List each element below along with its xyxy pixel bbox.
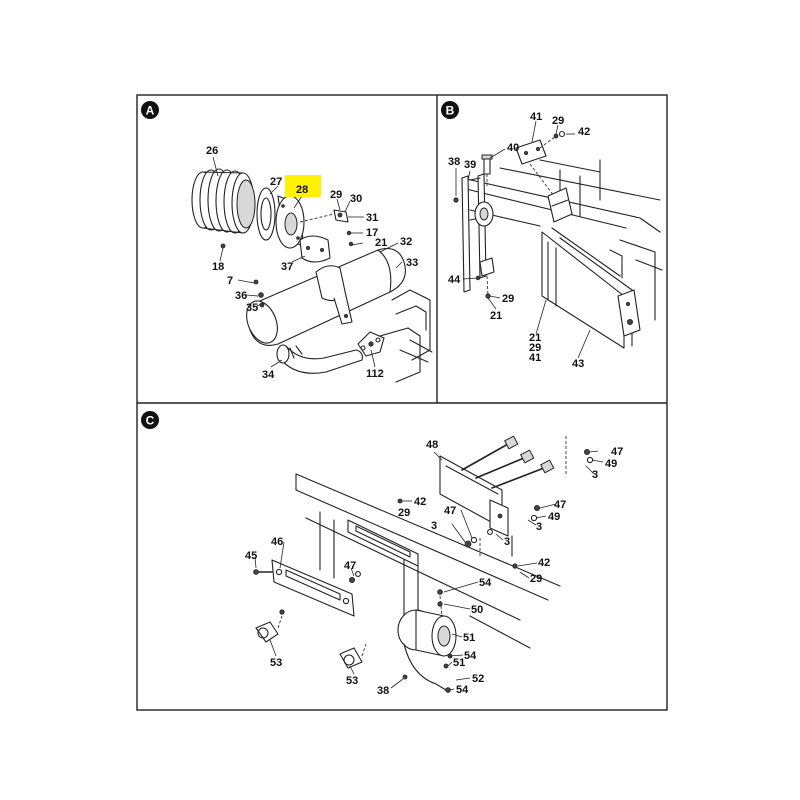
- callout-21-low: 21: [529, 332, 541, 344]
- door-panel-43: [541, 227, 633, 349]
- callout-29-low: 29: [529, 342, 541, 354]
- callout-29-lower: 29: [530, 573, 542, 585]
- callout-47-bracket: 47: [344, 560, 356, 572]
- motor-51: [397, 589, 457, 693]
- callout-3-mid: 3: [536, 521, 542, 533]
- callout-28-highlight: [285, 175, 321, 197]
- callout-29: 29: [330, 189, 342, 201]
- callout-31: 31: [366, 212, 378, 224]
- callout-17: 17: [366, 227, 378, 239]
- callout-42-lower: 42: [538, 557, 550, 569]
- tailpipe: [276, 344, 363, 374]
- clamp-37: [299, 235, 331, 263]
- callout-7: 7: [227, 275, 233, 287]
- connector-53-middle: [339, 643, 367, 669]
- callout-112: 112: [366, 368, 384, 380]
- panel-b: B: [441, 101, 663, 370]
- fastener-44: [475, 257, 495, 299]
- callout-40: 40: [507, 142, 519, 154]
- callout-42-upper: 42: [414, 496, 426, 508]
- callout-51-low: 51: [453, 657, 465, 669]
- callout-32: 32: [400, 236, 412, 248]
- callout-37: 37: [281, 261, 293, 273]
- callout-42: 42: [578, 126, 590, 138]
- flange-28: [275, 195, 305, 249]
- callout-43: 43: [572, 358, 584, 370]
- slotted-plate-upper: [347, 519, 419, 567]
- callout-50: 50: [471, 604, 483, 616]
- callout-21-mid: 21: [490, 310, 502, 322]
- callout-48: 48: [426, 439, 438, 451]
- callout-35: 35: [246, 302, 258, 314]
- panel-c-badge-label: C: [146, 414, 155, 428]
- bolt-45: [253, 569, 273, 575]
- callout-38: 38: [377, 685, 389, 697]
- bellows: [191, 168, 256, 234]
- callout-38: 38: [448, 156, 460, 168]
- callout-47-mid: 47: [554, 499, 566, 511]
- callout-3-plate: 3: [504, 536, 510, 548]
- gasket-112: [357, 331, 385, 357]
- callout-29-top: 29: [552, 115, 564, 127]
- callout-47-plate: 47: [444, 505, 456, 517]
- panel-c: C: [141, 411, 623, 697]
- vehicle-frame: [461, 159, 663, 321]
- callout-27: 27: [270, 176, 282, 188]
- callout-46: 46: [271, 536, 283, 548]
- callout-45: 45: [245, 550, 257, 562]
- callout-34: 34: [262, 369, 275, 381]
- callout-29-upper: 29: [398, 507, 410, 519]
- callout-47-top: 47: [611, 446, 623, 458]
- callout-53-left: 53: [270, 657, 282, 669]
- callout-33: 33: [406, 257, 418, 269]
- callout-49-mid: 49: [548, 511, 560, 523]
- callout-29-mid: 29: [502, 293, 514, 305]
- panel-a: A: [141, 101, 433, 383]
- callout-28: 28: [296, 184, 308, 196]
- panel-c-badge: C: [141, 411, 159, 429]
- panel-a-badge: A: [141, 101, 159, 119]
- callout-30: 30: [350, 193, 362, 205]
- callout-26: 26: [206, 145, 218, 157]
- callout-49-top: 49: [605, 458, 617, 470]
- panel-b-badge: B: [441, 101, 459, 119]
- screw-38: [453, 197, 459, 203]
- callout-41-top: 41: [530, 111, 542, 123]
- long-bolts: [461, 435, 567, 489]
- clamp-small: [299, 209, 349, 223]
- latch-bracket-41: [515, 130, 573, 223]
- connector-53-left: [255, 609, 285, 643]
- bolt-40: [481, 154, 493, 186]
- callout-39: 39: [464, 159, 476, 171]
- callout-54-mid: 54: [464, 650, 477, 662]
- callout-36: 36: [235, 290, 247, 302]
- slotted-bracket-46: [271, 559, 355, 617]
- callout-21: 21: [375, 237, 387, 249]
- callout-54-top: 54: [479, 577, 492, 589]
- latch-hardware-right: [617, 289, 641, 337]
- panel-b-badge-label: B: [446, 104, 455, 118]
- callout-44: 44: [448, 274, 461, 286]
- engine-outline: [379, 289, 433, 383]
- flange-27: [256, 187, 276, 241]
- callout-53-middle: 53: [346, 675, 358, 687]
- panel-a-badge-label: A: [146, 104, 155, 118]
- callout-3-top: 3: [592, 469, 598, 481]
- callout-18: 18: [212, 261, 224, 273]
- callout-51-top: 51: [463, 632, 475, 644]
- callout-3-left: 3: [431, 520, 437, 532]
- callout-54-low: 54: [456, 684, 469, 696]
- bracket-39: [461, 173, 494, 293]
- callout-41-low: 41: [529, 352, 541, 364]
- muffler-bracket: [315, 265, 353, 325]
- mounting-plate-48: [439, 455, 509, 537]
- callout-52: 52: [472, 673, 484, 685]
